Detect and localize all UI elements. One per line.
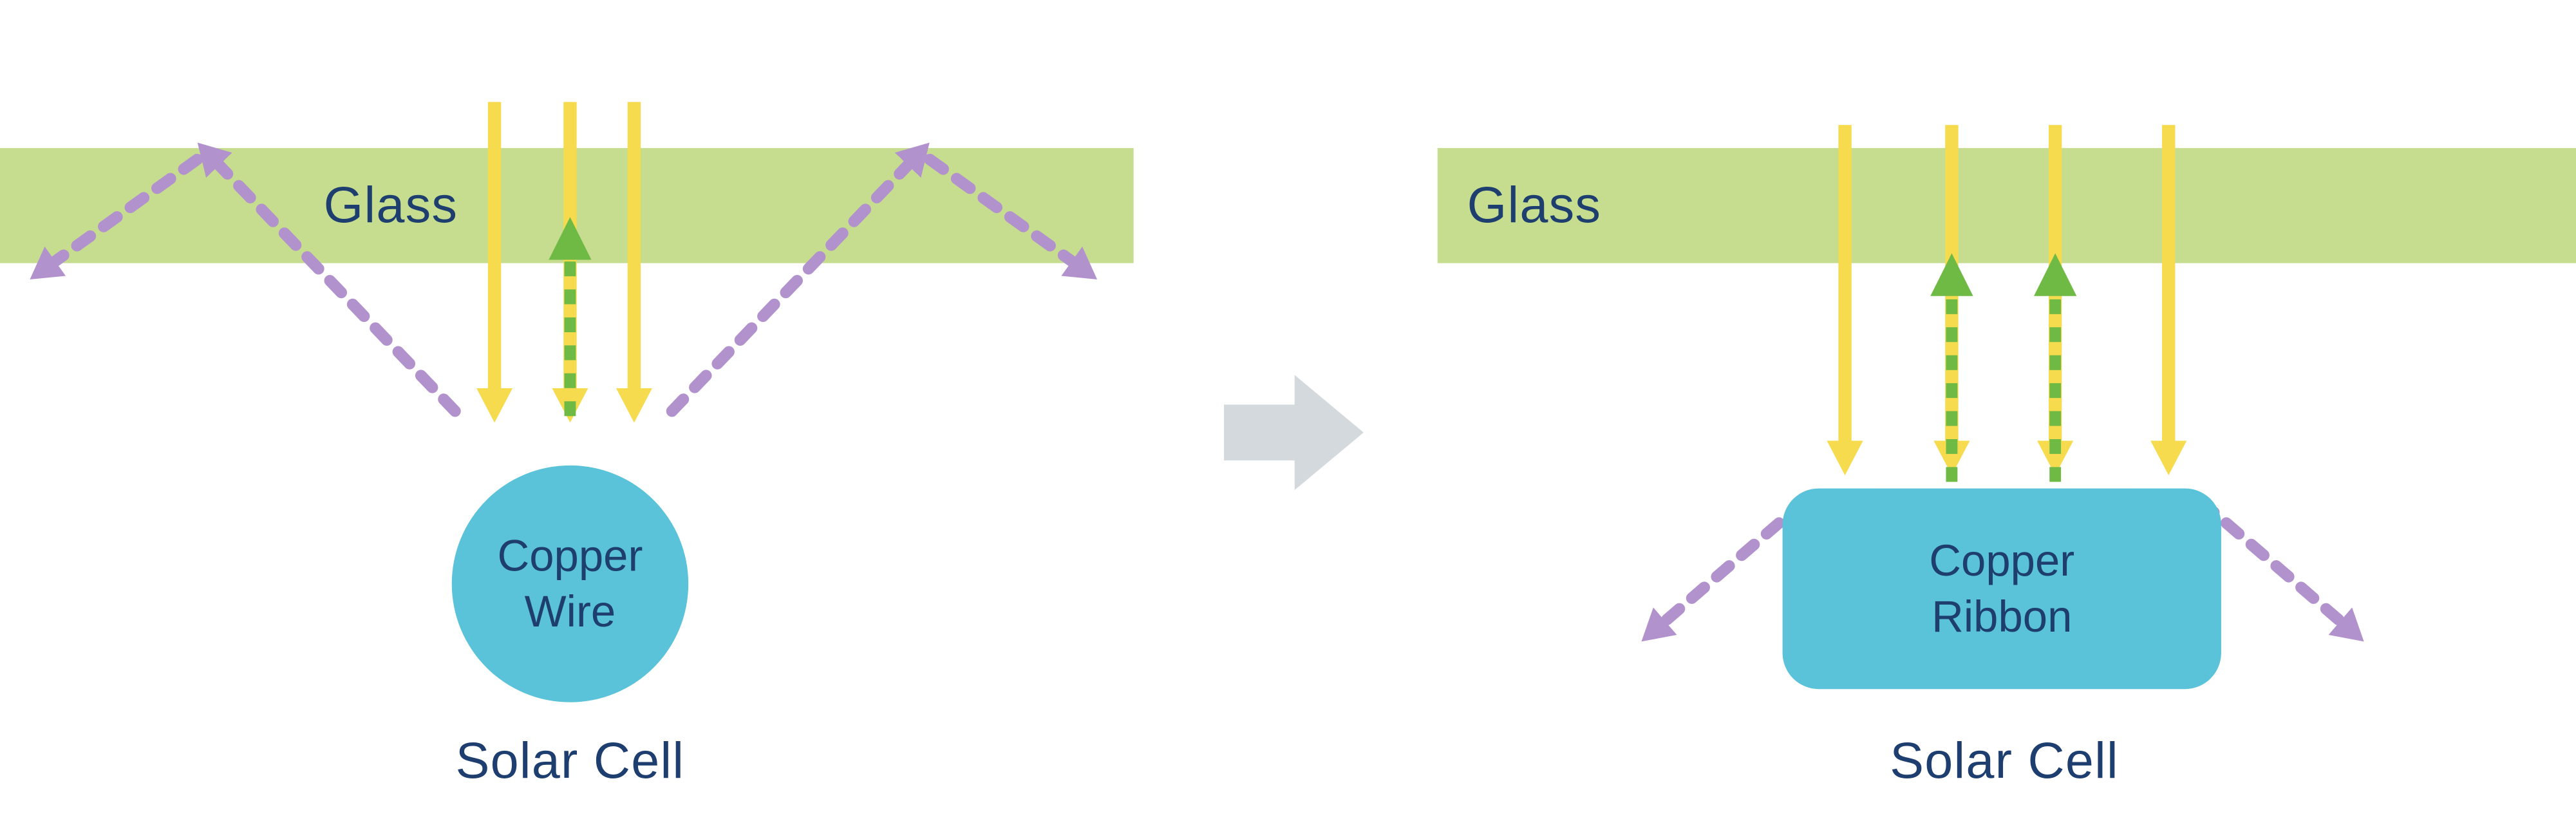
- transition-arrow-icon: [1224, 375, 1364, 491]
- copper-wire-shape: Copper Wire: [451, 465, 689, 702]
- glass-band-right: [1437, 147, 2576, 263]
- glass-label-right: Glass: [1467, 176, 1602, 234]
- reflected-ray: [924, 153, 1098, 279]
- solar-cell-label-left: Solar Cell: [455, 731, 685, 790]
- reflected-ray: [666, 142, 930, 417]
- reflected-ray: [1641, 496, 1810, 642]
- solar-cell-label-right: Solar Cell: [1890, 731, 2119, 790]
- copper-ribbon-shape: Copper Ribbon: [1782, 488, 2221, 690]
- copper-ribbon-label: Copper Ribbon: [1929, 536, 2075, 642]
- reflected-ray: [2195, 496, 2364, 642]
- copper-wire-label: Copper Wire: [497, 531, 643, 637]
- reflected-ray: [30, 153, 203, 279]
- glass-label-left: Glass: [323, 176, 458, 234]
- reflected-ray: [197, 142, 461, 417]
